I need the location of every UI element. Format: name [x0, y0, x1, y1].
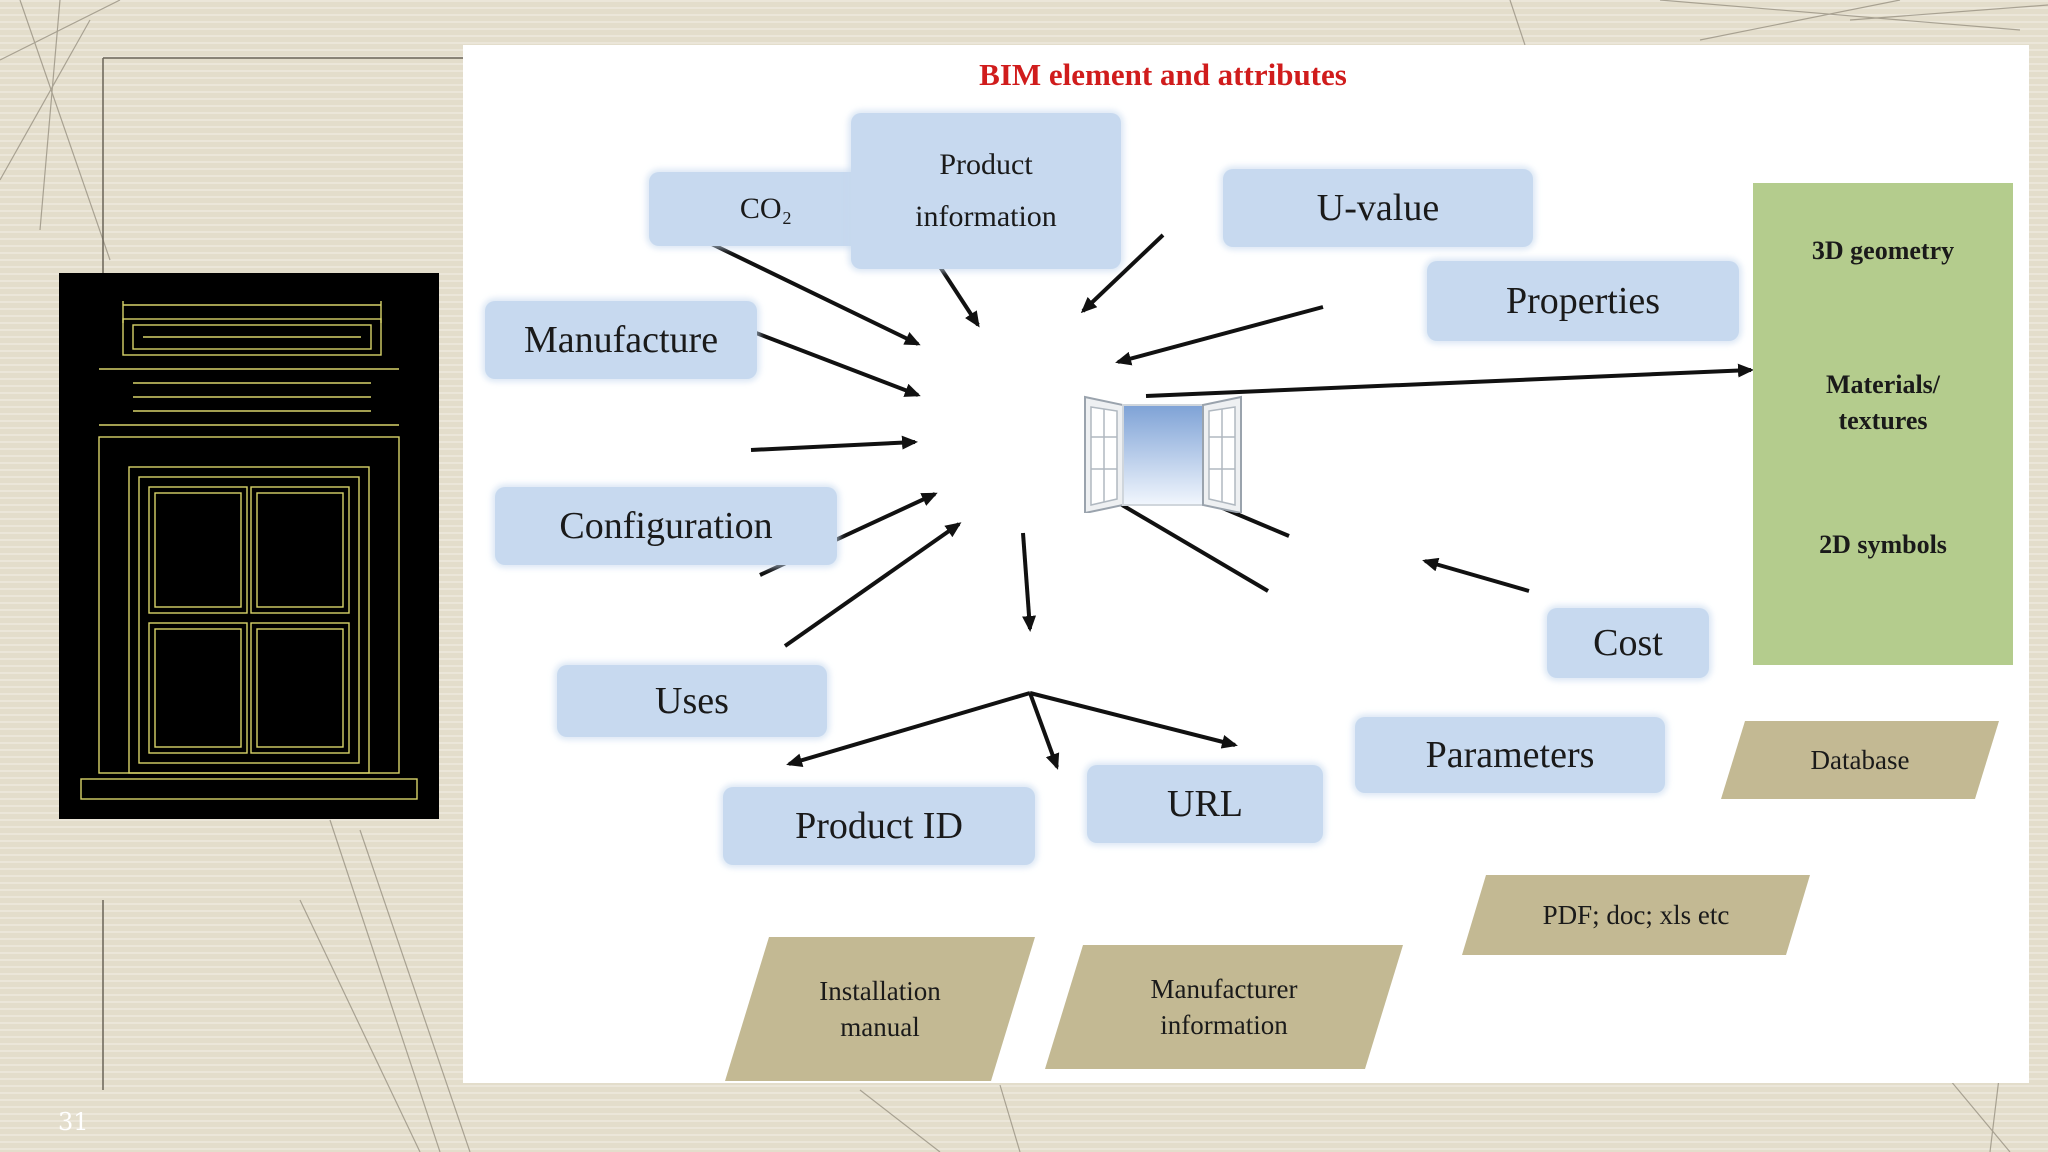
manufacturer-shape	[1045, 945, 1403, 1069]
cad-window-drawing	[59, 273, 439, 819]
representation-2d-symbols: 2D symbols	[1819, 530, 1947, 559]
database-shape	[1721, 721, 1999, 799]
arrow-product-id	[783, 522, 962, 648]
arrow-layer	[690, 232, 1754, 770]
arrow-configuration	[750, 435, 918, 452]
source-database: Database	[1810, 745, 1910, 775]
representation-materials-line2: textures	[1838, 406, 1928, 435]
attribute-co2: CO₂	[649, 172, 883, 246]
window-icon	[1084, 395, 1242, 513]
representation-box: 3D geometry Materials/ textures 2D symbo…	[1753, 183, 2013, 665]
attribute-product-id: Product ID	[723, 787, 1035, 865]
diagram-panel: BIM element and attributes	[463, 45, 2029, 1083]
pdf-shape	[1462, 875, 1810, 955]
slide-number: 31	[58, 1108, 89, 1136]
arrow-to-materials	[1145, 363, 1754, 398]
manufacturer-line1: Manufacturer	[1150, 974, 1298, 1004]
source-installation-manual: Installation manual	[725, 937, 1035, 1081]
attribute-parameters: Parameters	[1355, 717, 1665, 793]
installation-line2: manual	[840, 1012, 920, 1042]
arrow-url-installation	[786, 691, 1031, 768]
attribute-manufacture: Manufacture	[485, 301, 757, 379]
attribute-properties: Properties	[1427, 261, 1739, 341]
attribute-u-value: U-value	[1223, 169, 1533, 247]
arrow-url	[1021, 532, 1037, 632]
source-pdf: PDF; doc; xls etc	[1542, 900, 1730, 930]
attribute-uses: Uses	[557, 665, 827, 737]
arrow-url-pdf	[1029, 691, 1238, 749]
attribute-url: URL	[1087, 765, 1323, 843]
arrow-url-manufacturer	[1028, 692, 1060, 770]
representation-3d-geometry: 3D geometry	[1811, 236, 1955, 265]
installation-shape	[725, 937, 1035, 1081]
attribute-configuration: Configuration	[495, 487, 837, 565]
attribute-product-information: Product information	[851, 113, 1121, 269]
attribute-cost: Cost	[1547, 608, 1709, 678]
diagram-title: BIM element and attributes	[979, 57, 1347, 92]
manufacturer-line2: information	[1160, 1010, 1288, 1040]
source-manufacturer-information: Manufacturer information	[1045, 945, 1403, 1069]
arrow-co2	[690, 232, 921, 346]
arrow-properties	[1115, 305, 1324, 366]
arrow-u-value	[1080, 233, 1165, 314]
arrow-database-cost	[1422, 557, 1530, 593]
installation-line1: Installation	[819, 976, 941, 1006]
arrow-parameters	[1097, 490, 1270, 593]
representation-materials-line1: Materials/	[1825, 370, 1941, 399]
